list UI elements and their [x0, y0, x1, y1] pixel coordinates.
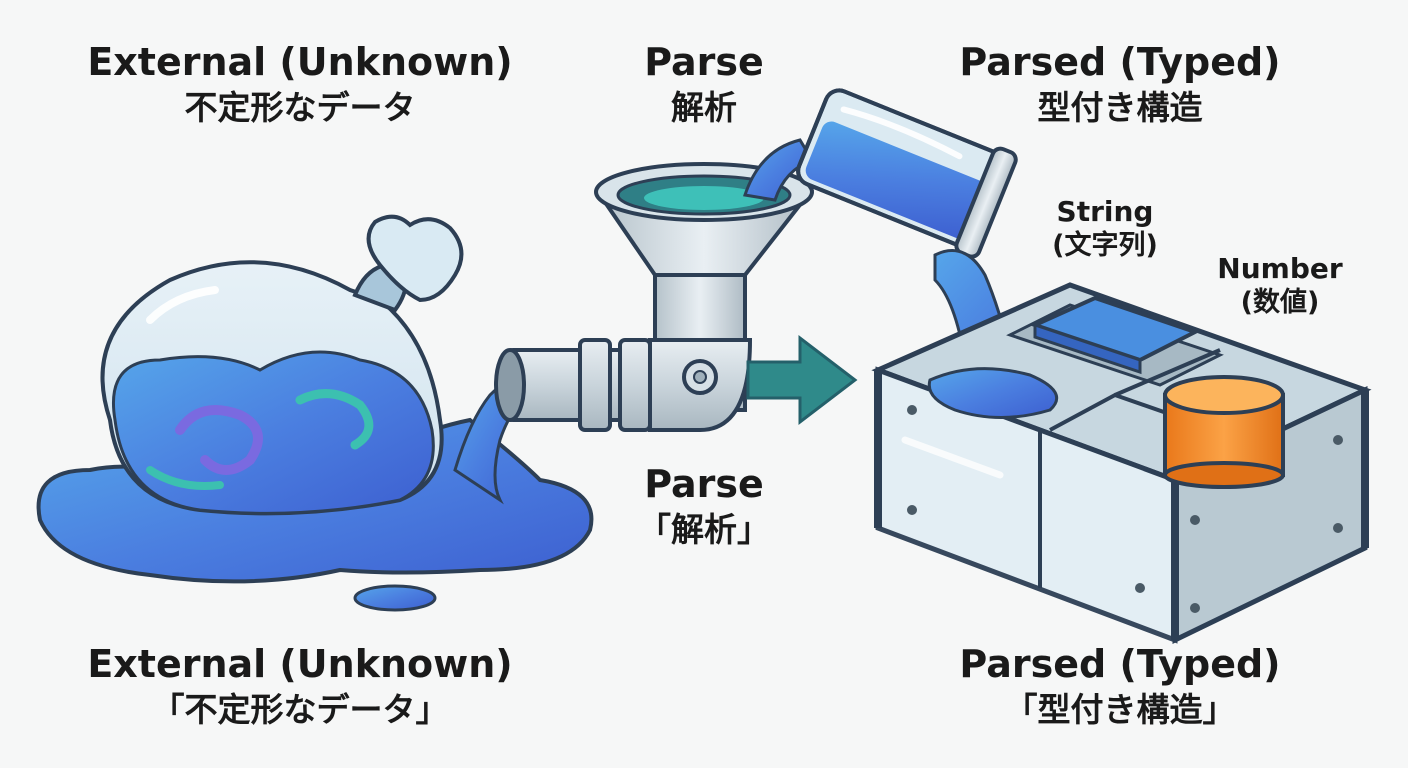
- flow-arrow-icon: [746, 334, 858, 426]
- parsed-top-label: Parsed (Typed) 型付き構造: [950, 40, 1290, 128]
- parse-top-ja: 解析: [671, 87, 737, 127]
- string-label: String (文字列): [1035, 195, 1175, 262]
- parsed-bottom-label: Parsed (Typed) 「型付き構造」: [940, 642, 1300, 730]
- external-bottom-label: External (Unknown) 「不定形なデータ」: [70, 642, 530, 730]
- parse-top-en: Parse: [644, 40, 764, 84]
- parse-mid-ja: 「解析」: [638, 509, 770, 549]
- parse-mid-en: Parse: [644, 462, 764, 506]
- string-ja: (文字列): [1052, 230, 1158, 262]
- number-label: Number (数値): [1200, 252, 1360, 319]
- number-en: Number: [1217, 252, 1343, 285]
- parse-mid-label: Parse 「解析」: [604, 462, 804, 550]
- external-bottom-ja: 「不定形なデータ」: [151, 689, 449, 729]
- external-top-label: External (Unknown) 不定形なデータ: [80, 40, 520, 128]
- funnel-icon: [494, 162, 815, 432]
- external-bottom-en: External (Unknown): [87, 642, 513, 686]
- parsed-bottom-en: Parsed (Typed): [959, 642, 1281, 686]
- external-top-en: External (Unknown): [87, 40, 513, 84]
- parse-top-label: Parse 解析: [604, 40, 804, 128]
- parsed-top-en: Parsed (Typed): [959, 40, 1281, 84]
- parsed-top-ja: 型付き構造: [1037, 87, 1203, 127]
- string-en: String: [1056, 195, 1154, 228]
- external-top-ja: 不定形なデータ: [184, 87, 416, 127]
- parsed-bottom-ja: 「型付き構造」: [1004, 689, 1236, 729]
- bag-icon: [36, 214, 594, 612]
- typed-container-icon: [871, 282, 1372, 644]
- number-ja: (数値): [1240, 287, 1320, 319]
